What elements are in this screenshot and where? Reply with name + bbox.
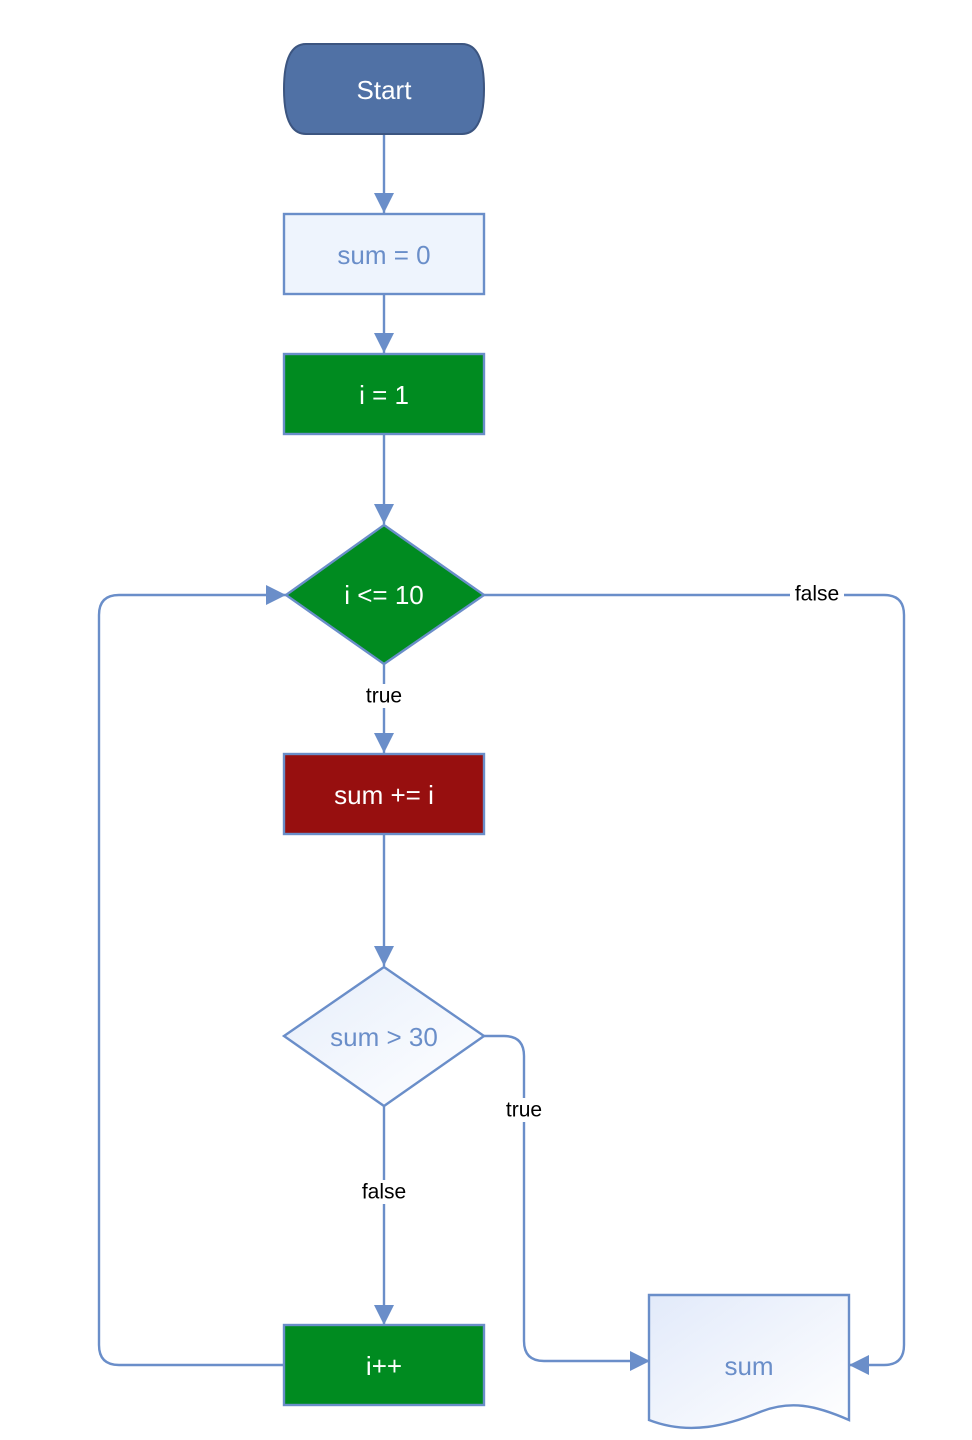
i-init-label: i = 1 xyxy=(359,380,409,410)
edge-label-threshold-true: true xyxy=(502,1098,546,1122)
edge-label-threshold-false: false xyxy=(357,1180,411,1204)
edge-threshold-true xyxy=(484,1034,650,1371)
output-label: sum xyxy=(724,1351,773,1381)
sum-init-node: sum = 0 xyxy=(282,212,486,296)
edge-increment-loop-back xyxy=(97,585,286,1367)
edge-label-threshold-true-text: true xyxy=(506,1099,542,1122)
threshold-check-node: sum > 30 xyxy=(281,965,487,1108)
edge-label-loop-true: true xyxy=(362,684,406,708)
edge-label-threshold-false-text: false xyxy=(362,1181,406,1204)
loop-check-label: i <= 10 xyxy=(344,580,424,610)
accumulate-label: sum += i xyxy=(334,780,434,810)
i-init-node: i = 1 xyxy=(282,352,486,436)
start-node: Start xyxy=(282,43,486,135)
edge-label-loop-true-text: true xyxy=(366,685,402,708)
increment-label: i++ xyxy=(366,1351,402,1381)
accumulate-node: sum += i xyxy=(282,752,486,836)
threshold-check-label: sum > 30 xyxy=(330,1022,438,1052)
start-label: Start xyxy=(357,75,413,105)
edge-label-loop-false: false xyxy=(790,583,844,607)
edge-loop-check-false xyxy=(484,593,906,1375)
sum-init-label: sum = 0 xyxy=(337,240,430,270)
output-document-node: sum xyxy=(647,1293,851,1430)
edge-label-loop-false-text: false xyxy=(795,583,839,606)
loop-check-node: i <= 10 xyxy=(283,523,487,666)
increment-node: i++ xyxy=(282,1323,486,1407)
